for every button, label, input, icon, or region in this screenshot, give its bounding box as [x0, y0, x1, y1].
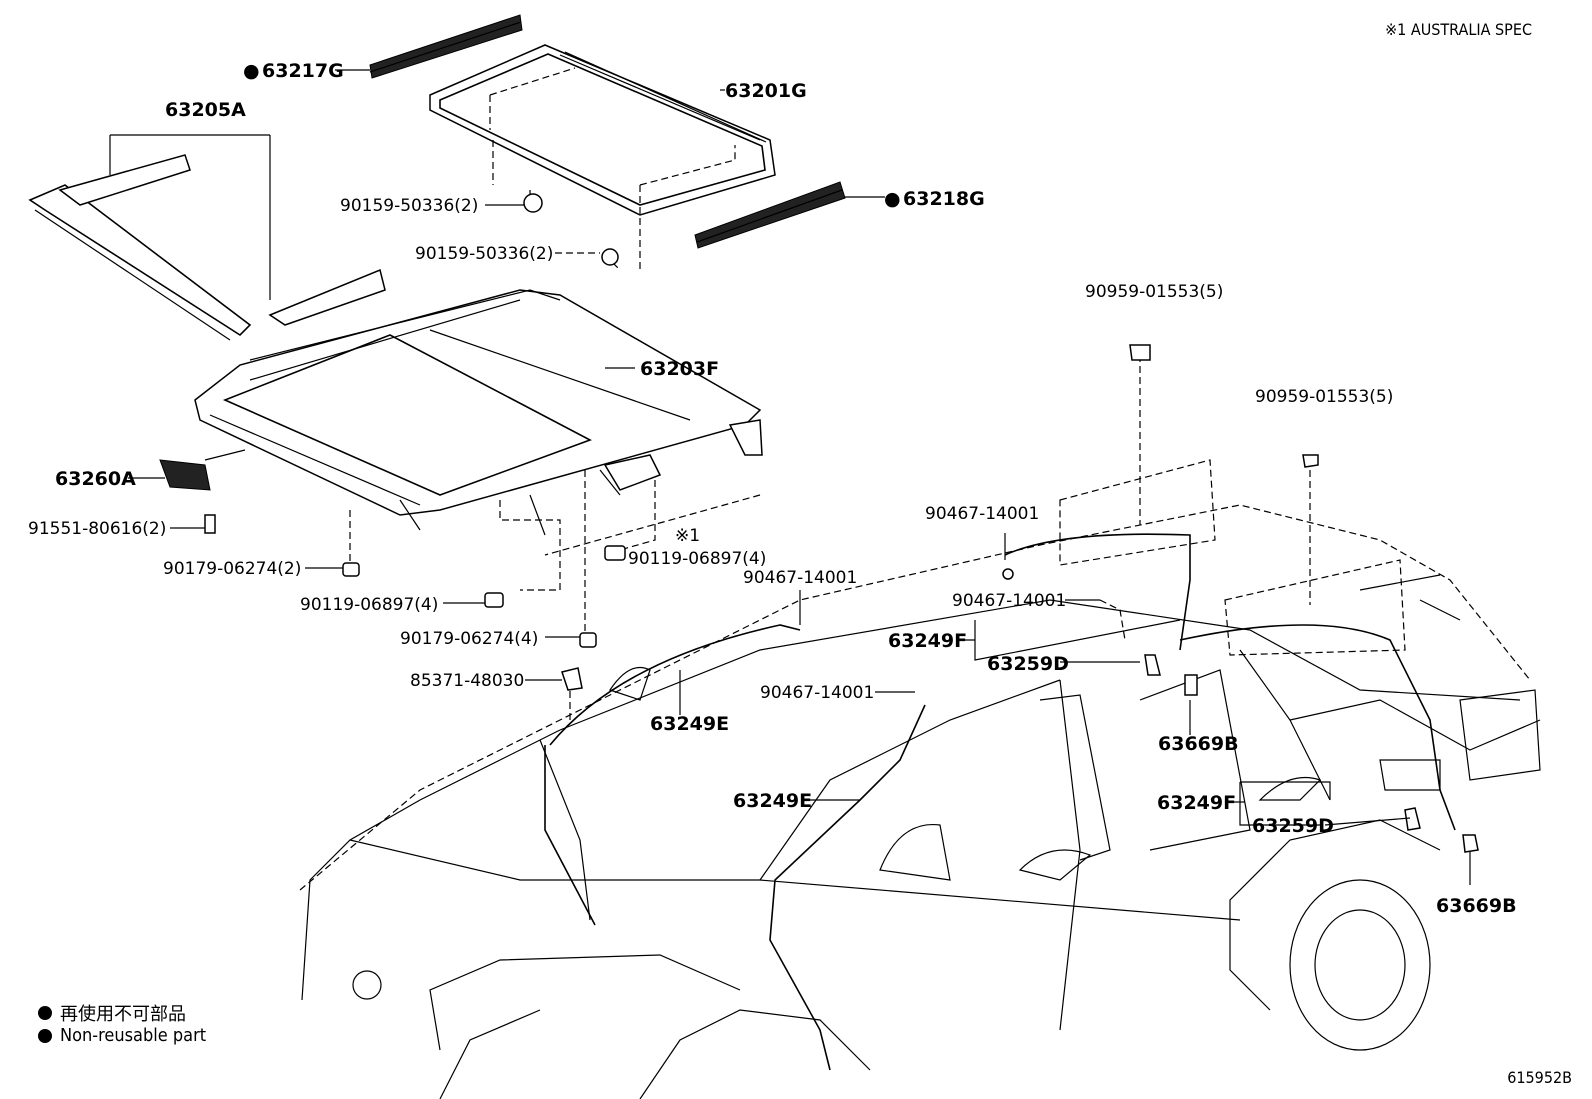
callout-63259d-b: 63259D — [1252, 815, 1334, 837]
spec-note: ※1 AUSTRALIA SPEC — [1385, 20, 1532, 39]
callout-63669b-b: 63669B — [1436, 895, 1517, 917]
callout-90159-50336-a: 90159-50336(2) — [340, 196, 478, 216]
sunshade-rail-assembly — [28, 134, 386, 341]
callout-90119-06897-a: 90119-06897(4) — [628, 549, 766, 569]
callout-85371-48030: 85371-48030 — [410, 671, 524, 691]
callout-63218g: 63218G — [903, 188, 985, 210]
callout-63217g: 63217G — [262, 60, 344, 82]
marker-non-reusable-63217g: ● — [243, 60, 260, 82]
callout-63260a: 63260A — [55, 468, 136, 490]
vehicle-body — [299, 504, 1541, 1099]
callout-90467-14001-b: 90467-14001 — [743, 568, 857, 588]
callout-90467-14001-a: 90467-14001 — [925, 504, 1039, 524]
callout-90119-06897-b: 90119-06897(4) — [300, 595, 438, 615]
leader-lines — [128, 69, 1471, 885]
weatherstrip-rear — [694, 181, 846, 249]
legend-text-ja: 再使用不可部品 — [60, 1004, 186, 1025]
drain-hoses — [544, 344, 1479, 1071]
callout-63201g: 63201G — [725, 80, 807, 102]
callout-63205a: 63205A — [165, 99, 246, 121]
callout-63249f-b: 63249F — [1157, 792, 1236, 814]
weatherstrip-front — [369, 14, 523, 79]
marker-non-reusable-63218g: ● — [884, 188, 901, 210]
non-reusable-dot-icon — [38, 1006, 52, 1020]
callout-63203f: 63203F — [640, 358, 719, 380]
callout-63249f-a: 63249F — [888, 630, 967, 652]
roof-glass-panel — [429, 44, 776, 216]
callout-90179-06274-b: 90179-06274(4) — [400, 629, 538, 649]
australia-spec-mark: ※1 — [675, 526, 700, 546]
callout-63249e-b: 63249E — [733, 790, 812, 812]
non-reusable-dot-icon — [38, 1028, 52, 1043]
callout-63259d-a: 63259D — [987, 653, 1069, 675]
callout-90959-01553-b: 90959-01553(5) — [1255, 387, 1393, 407]
callout-91551-80616: 91551-80616(2) — [28, 519, 166, 539]
callout-90467-14001-d: 90467-14001 — [760, 683, 874, 703]
callout-90159-50336-b: 90159-50336(2) — [415, 244, 553, 264]
legend-text-en: Non-reusable part — [60, 1025, 207, 1046]
callout-90959-01553-a: 90959-01553(5) — [1085, 282, 1223, 302]
callout-90179-06274-a: 90179-06274(2) — [163, 559, 301, 579]
callout-90467-14001-c: 90467-14001 — [952, 591, 1066, 611]
legend-item-en: Non-reusable part — [38, 1025, 206, 1046]
fastener-icons — [204, 193, 626, 691]
legend-item-ja: 再使用不可部品 — [38, 1000, 186, 1026]
callout-63669b-a: 63669B — [1158, 733, 1239, 755]
diagram-id: 615952B — [1507, 1068, 1572, 1087]
sunroof-frame — [159, 289, 763, 536]
callout-63249e-a: 63249E — [650, 713, 729, 735]
callout-labels: ● 63217G 63201G 63205A ● 63218G 90159-50… — [28, 60, 1517, 917]
